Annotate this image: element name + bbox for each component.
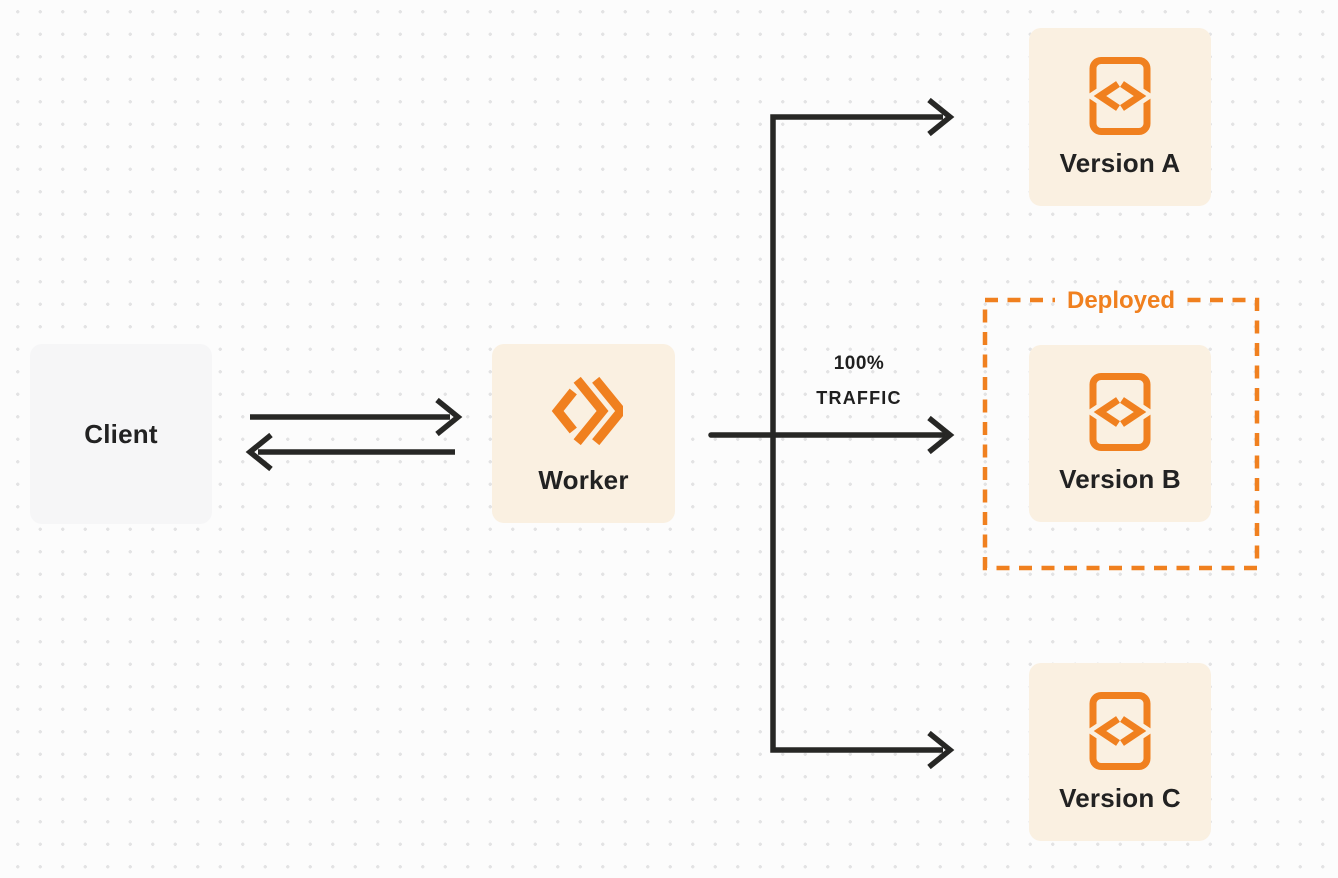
version-b-label: Version B xyxy=(1059,464,1181,494)
traffic-percent: 100% xyxy=(833,353,885,374)
worker-label: Worker xyxy=(538,465,629,495)
deployed-label: Deployed xyxy=(1054,285,1188,317)
version-a-node: Version A xyxy=(1029,28,1211,206)
worker-node: Worker xyxy=(492,344,675,523)
version-a-label: Version A xyxy=(1059,147,1181,178)
cloudflare-workers-icon xyxy=(545,371,623,451)
version-b-node: Version B xyxy=(1029,345,1211,522)
code-file-icon xyxy=(1088,56,1152,136)
code-file-icon xyxy=(1088,691,1152,771)
traffic-label: 100% TRAFFIC xyxy=(816,353,901,409)
client-node: Client xyxy=(30,344,212,524)
client-label: Client xyxy=(84,418,158,449)
version-c-node: Version C xyxy=(1029,663,1211,841)
traffic-word: TRAFFIC xyxy=(816,388,902,408)
version-c-label: Version C xyxy=(1059,782,1181,813)
code-file-icon xyxy=(1088,372,1152,452)
